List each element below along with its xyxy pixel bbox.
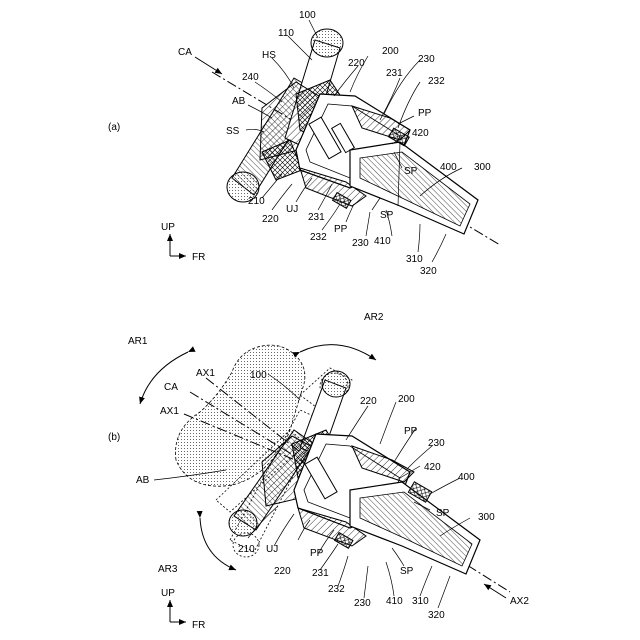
rotation-arrow-ar1	[140, 352, 188, 404]
label-310-b: 310	[412, 596, 429, 607]
label-pp-upper-b: PP	[404, 426, 418, 437]
label-pp-lower-b: PP	[310, 548, 324, 559]
label-232-upper: 232	[428, 76, 445, 87]
label-300-b: 300	[478, 512, 495, 523]
label-uj: UJ	[286, 204, 298, 215]
label-220-upper-b: 220	[360, 396, 377, 407]
label-hs: HS	[262, 50, 276, 61]
label-210-b: 210	[238, 544, 255, 555]
label-232-lower: 232	[310, 232, 327, 243]
label-ar1: AR1	[128, 336, 148, 347]
up-label-b: UP	[161, 588, 175, 599]
label-300: 300	[474, 162, 491, 173]
panel-b: (b)	[108, 312, 529, 631]
label-ca-b: CA	[164, 382, 178, 393]
direction-indicator-b: UP FR	[161, 588, 205, 631]
outer-shaft-300	[350, 142, 478, 234]
label-ab-b: AB	[136, 475, 150, 486]
label-ss: SS	[226, 126, 240, 137]
label-230-lower-b: 230	[354, 598, 371, 609]
rotation-arrow-ar2	[300, 345, 376, 360]
label-sp-upper: SP	[404, 166, 418, 177]
label-420: 420	[412, 128, 429, 139]
label-220-lower-b: 220	[274, 566, 291, 577]
label-ax1-upper: AX1	[196, 368, 215, 379]
label-231-b: 231	[312, 568, 329, 579]
label-220-upper: 220	[348, 58, 365, 69]
label-ax1-lower: AX1	[160, 406, 179, 417]
ca-arrow	[195, 57, 222, 74]
label-230-upper-b: 230	[428, 438, 445, 449]
label-ax2: AX2	[510, 596, 529, 607]
direction-indicator-a: UP FR	[161, 222, 205, 263]
label-420-b: 420	[424, 462, 441, 473]
ax2-arrow	[484, 584, 506, 598]
label-uj-b: UJ	[266, 544, 278, 555]
up-label-a: UP	[161, 222, 175, 233]
panel-a-label: (a)	[108, 122, 120, 133]
label-sp-upper-b: SP	[436, 508, 450, 519]
label-100-b: 100	[250, 370, 267, 381]
label-220-lower: 220	[262, 214, 279, 225]
label-232-b: 232	[328, 584, 345, 595]
label-110: 110	[278, 28, 294, 39]
label-sp-lower: SP	[380, 210, 394, 221]
label-231-lower: 231	[308, 212, 325, 223]
label-230-upper: 230	[418, 54, 435, 65]
label-400: 400	[440, 162, 457, 173]
label-320-b: 320	[428, 610, 445, 621]
label-410: 410	[374, 236, 391, 247]
label-410-b: 410	[386, 596, 403, 607]
label-200: 200	[382, 46, 399, 57]
fr-label-a: FR	[192, 252, 205, 263]
label-ca: CA	[178, 47, 192, 58]
label-240: 240	[242, 72, 259, 83]
label-231-upper: 231	[386, 68, 403, 79]
label-ar3: AR3	[158, 564, 178, 575]
label-320: 320	[420, 266, 437, 277]
label-400-b: 400	[458, 472, 475, 483]
label-100: 100	[299, 10, 316, 21]
panel-a: (a)	[108, 10, 500, 277]
label-pp-lower: PP	[334, 224, 348, 235]
label-ar2: AR2	[364, 312, 384, 323]
label-210: 210	[248, 196, 265, 207]
label-sp-lower-b: SP	[400, 566, 414, 577]
label-310: 310	[406, 254, 423, 265]
fr-label-b: FR	[192, 620, 205, 631]
label-pp-upper: PP	[418, 108, 432, 119]
label-ab: AB	[232, 96, 246, 107]
label-200-b: 200	[398, 394, 415, 405]
label-230-lower: 230	[352, 238, 369, 249]
panel-b-label: (b)	[108, 432, 120, 443]
